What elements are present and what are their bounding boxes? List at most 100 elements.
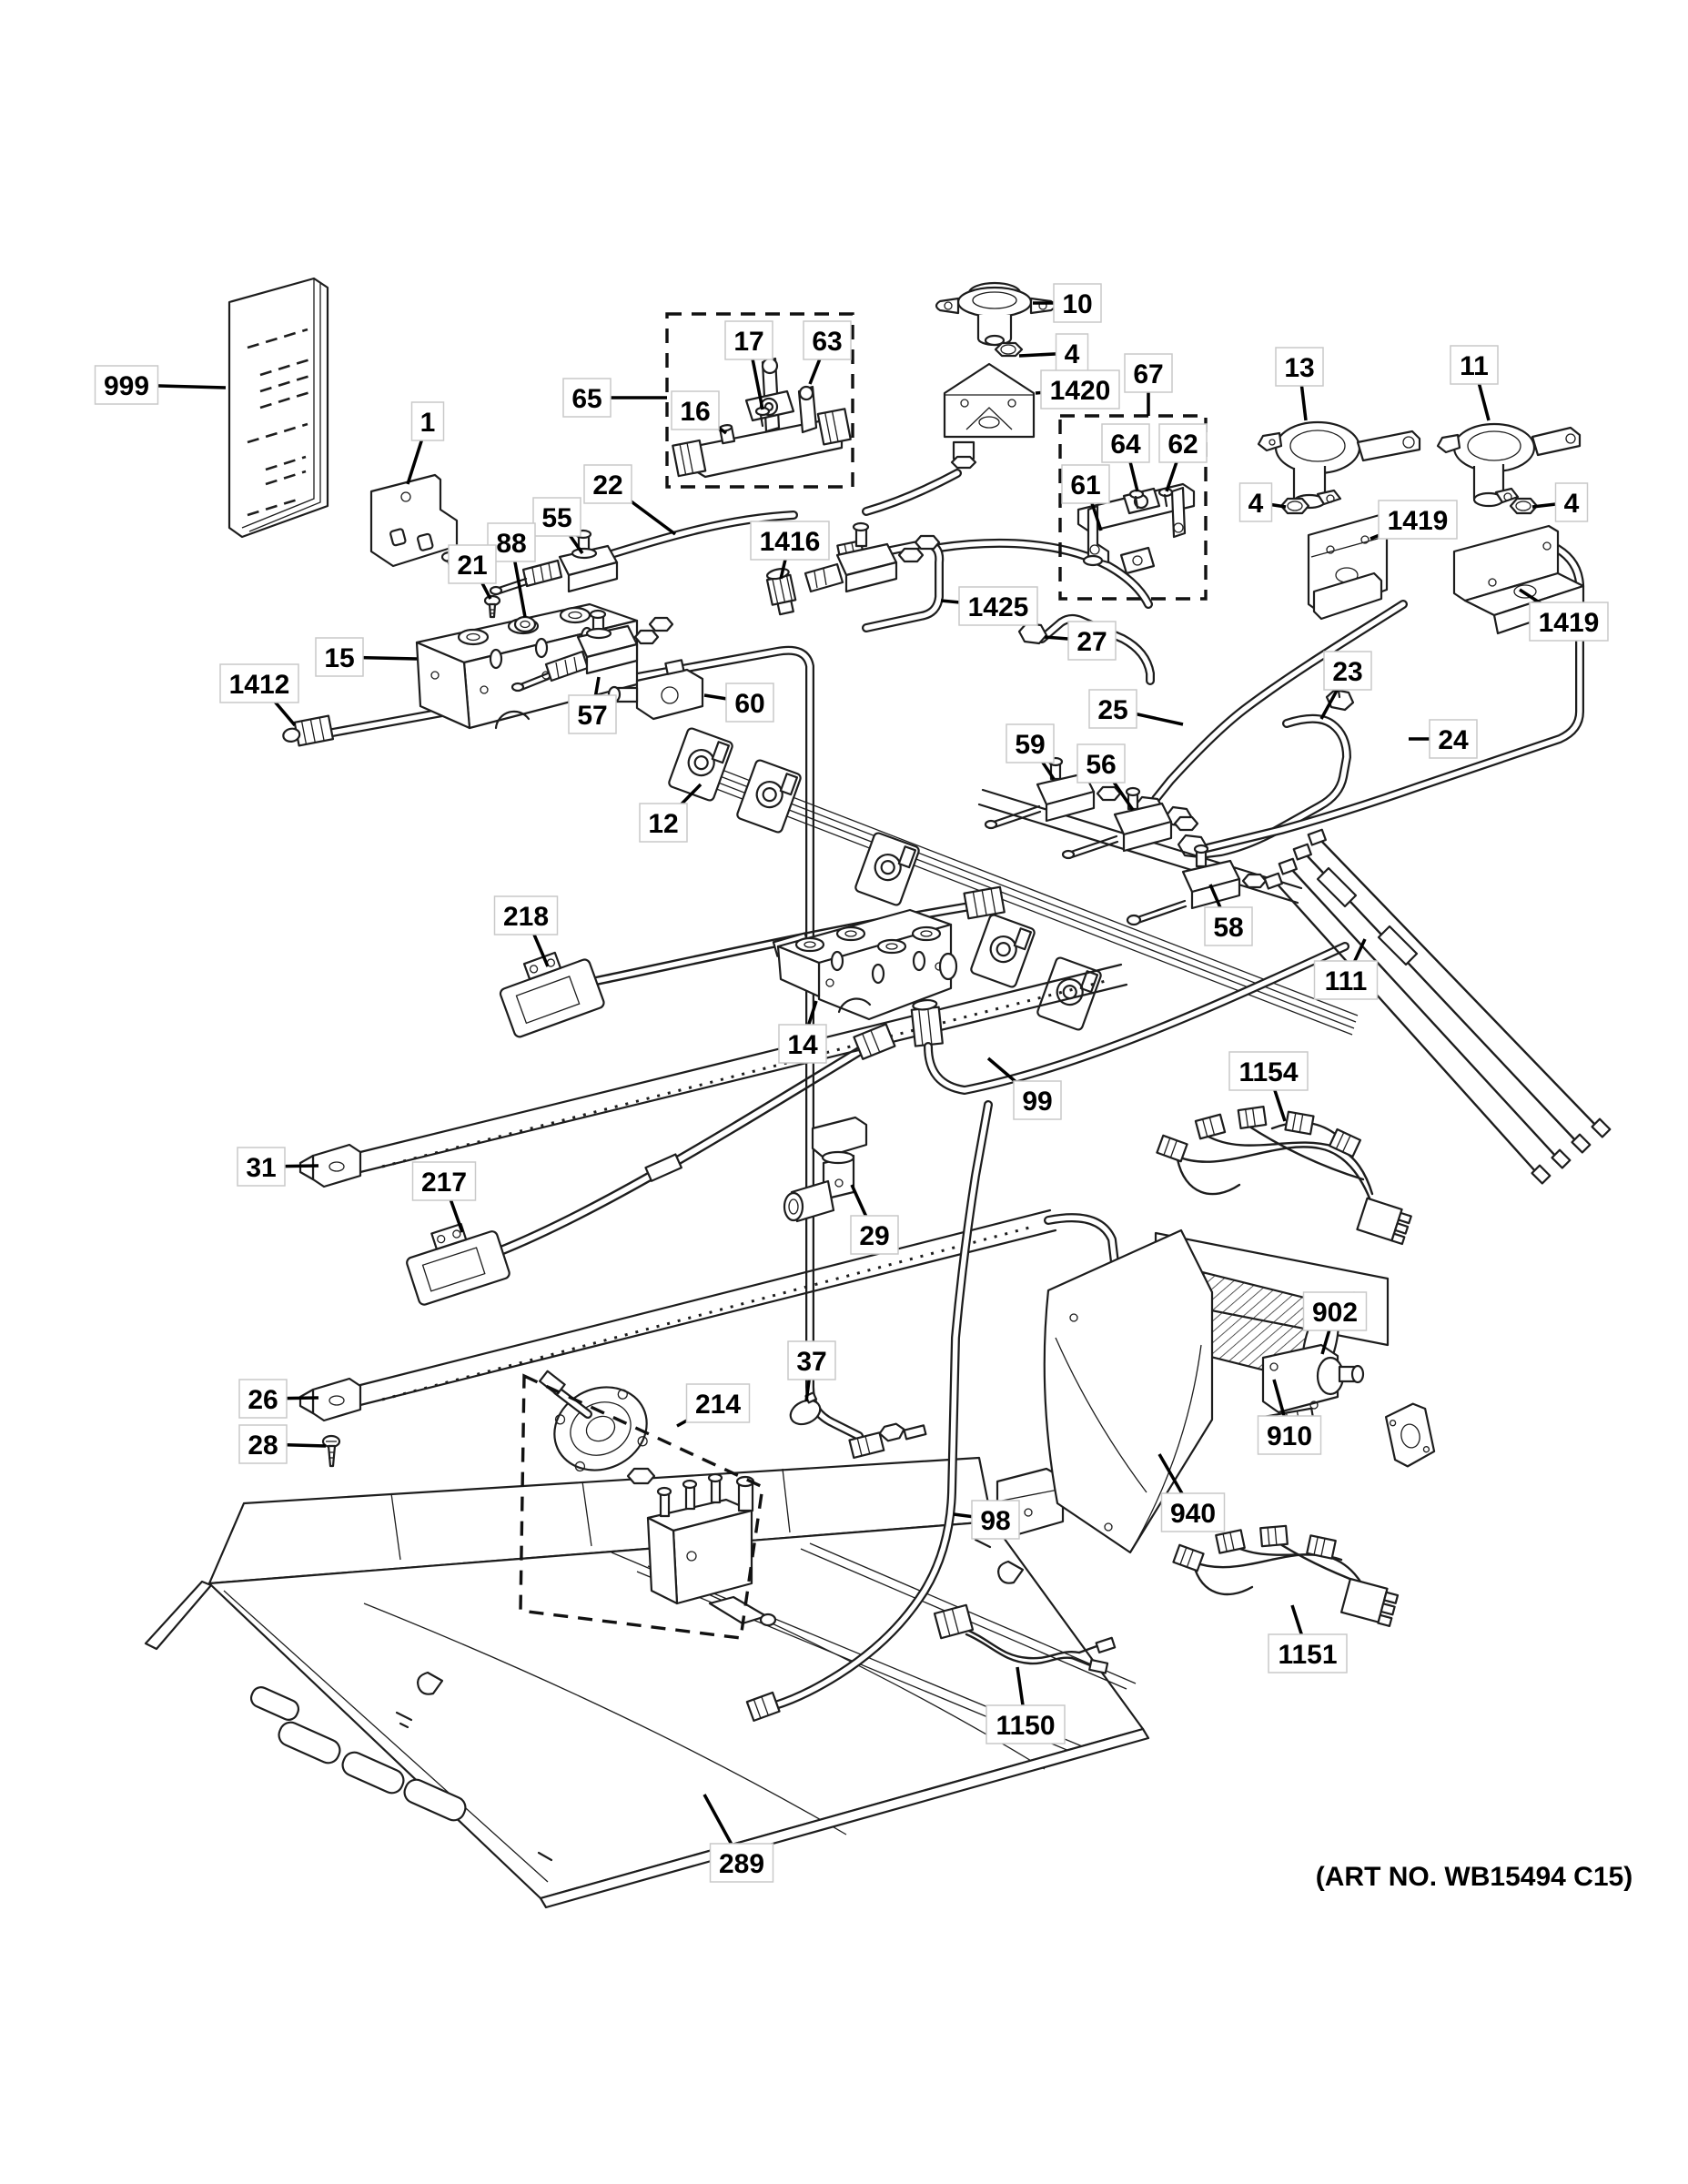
- part-burner-bracket-14: [776, 908, 958, 1021]
- part-label-13: 13: [1275, 347, 1324, 387]
- part-valve-55: [489, 529, 619, 596]
- svg-text:1154: 1154: [1238, 1057, 1298, 1087]
- part-label-1420: 1420: [1040, 369, 1120, 410]
- part-regulator-60: [607, 659, 704, 721]
- svg-text:55: 55: [541, 503, 571, 533]
- part-label-24: 24: [1429, 719, 1478, 759]
- part-label-902: 902: [1302, 1291, 1368, 1331]
- part-label-17: 17: [724, 320, 773, 360]
- part-oven-tube-26: [298, 1208, 1120, 1460]
- svg-text:940: 940: [1170, 1499, 1216, 1529]
- svg-text:1420: 1420: [1050, 376, 1111, 406]
- part-label-1151: 1151: [1268, 1633, 1348, 1673]
- part-label-59: 59: [1006, 723, 1055, 763]
- part-label-218: 218: [493, 895, 559, 935]
- part-label-1: 1: [410, 401, 445, 441]
- part-wire-harness-1151: [1172, 1524, 1400, 1627]
- part-label-1419: 1419: [1378, 500, 1458, 540]
- part-label-4: 4: [1554, 482, 1589, 522]
- svg-text:63: 63: [812, 327, 842, 357]
- part-label-27: 27: [1067, 621, 1117, 661]
- part-label-64: 64: [1101, 423, 1150, 463]
- part-tube-25: [1133, 600, 1408, 828]
- part-double-valve: [804, 521, 941, 593]
- svg-text:21: 21: [457, 551, 487, 581]
- svg-text:11: 11: [1460, 351, 1489, 381]
- part-label-37: 37: [787, 1340, 836, 1380]
- svg-text:13: 13: [1284, 353, 1314, 383]
- svg-text:217: 217: [421, 1168, 467, 1198]
- part-label-25: 25: [1088, 689, 1137, 729]
- part-valve-56: [1061, 786, 1199, 860]
- svg-text:59: 59: [1015, 730, 1045, 760]
- part-bracket-1419-left: [1307, 513, 1389, 621]
- svg-text:214: 214: [695, 1390, 741, 1420]
- part-valve-57: [510, 609, 674, 693]
- svg-text:15: 15: [324, 643, 354, 673]
- part-label-26: 26: [238, 1379, 288, 1419]
- svg-text:16: 16: [680, 397, 710, 427]
- svg-text:17: 17: [733, 327, 763, 357]
- part-label-16: 16: [671, 390, 720, 430]
- part-label-23: 23: [1323, 651, 1372, 691]
- part-label-214: 214: [685, 1383, 751, 1423]
- svg-text:1416: 1416: [760, 527, 821, 557]
- dashed-box-67: [1058, 414, 1208, 601]
- svg-text:58: 58: [1213, 913, 1243, 943]
- part-nut-4a: [994, 341, 1024, 358]
- part-wire-harness-1154: [1156, 1106, 1412, 1246]
- svg-text:64: 64: [1110, 430, 1141, 460]
- part-label-1419: 1419: [1529, 602, 1609, 642]
- svg-text:1151: 1151: [1278, 1640, 1337, 1670]
- svg-text:111: 111: [1325, 966, 1368, 996]
- svg-text:1: 1: [420, 408, 436, 438]
- part-label-29: 29: [850, 1215, 899, 1255]
- part-blower-assembly: [1043, 1228, 1436, 1554]
- svg-text:1425: 1425: [968, 592, 1029, 622]
- svg-text:57: 57: [577, 701, 607, 731]
- part-label-12: 12: [639, 803, 688, 843]
- part-orifice-holder-13: [1257, 420, 1421, 510]
- part-label-111: 111: [1313, 960, 1379, 1000]
- part-label-57: 57: [568, 694, 617, 734]
- part-label-62: 62: [1158, 423, 1208, 463]
- svg-text:28: 28: [248, 1431, 278, 1461]
- svg-text:12: 12: [648, 809, 678, 839]
- svg-text:62: 62: [1167, 430, 1198, 460]
- part-label-217: 217: [411, 1161, 477, 1201]
- part-bracket-1420: [862, 362, 1036, 516]
- part-fitting-1416: [765, 568, 797, 616]
- part-burner-tube-99: [910, 942, 1349, 1095]
- svg-text:24: 24: [1438, 725, 1469, 755]
- part-label-1412: 1412: [219, 663, 299, 703]
- assembly-214: [519, 1370, 777, 1640]
- svg-text:1419: 1419: [1539, 608, 1600, 638]
- part-label-55: 55: [532, 497, 581, 537]
- svg-text:902: 902: [1312, 1298, 1358, 1328]
- part-label-56: 56: [1076, 743, 1126, 784]
- part-label-61: 61: [1061, 464, 1110, 504]
- part-label-1416: 1416: [750, 521, 830, 561]
- part-label-67: 67: [1124, 353, 1173, 393]
- part-orifice-holder-11: [1436, 422, 1582, 508]
- dashed-box-214: [519, 1373, 764, 1640]
- svg-text:61: 61: [1070, 470, 1100, 500]
- svg-text:23: 23: [1332, 657, 1362, 687]
- part-label-99: 99: [1013, 1080, 1062, 1120]
- svg-text:1419: 1419: [1388, 506, 1449, 536]
- svg-text:67: 67: [1133, 359, 1163, 389]
- part-label-289: 289: [709, 1843, 774, 1883]
- assembly-67: [1058, 414, 1208, 601]
- art-number: (ART NO. WB15494 C15): [1316, 1862, 1632, 1892]
- svg-text:31: 31: [246, 1153, 276, 1183]
- part-label-63: 63: [803, 320, 852, 360]
- part-tube-98: [745, 1100, 993, 1722]
- part-orifice-holder-10: [935, 281, 1056, 347]
- svg-text:60: 60: [734, 689, 764, 719]
- part-label-21: 21: [448, 544, 497, 584]
- part-label-10: 10: [1053, 283, 1102, 323]
- svg-text:4: 4: [1564, 489, 1580, 519]
- part-oven-tube-31: [298, 963, 1128, 1188]
